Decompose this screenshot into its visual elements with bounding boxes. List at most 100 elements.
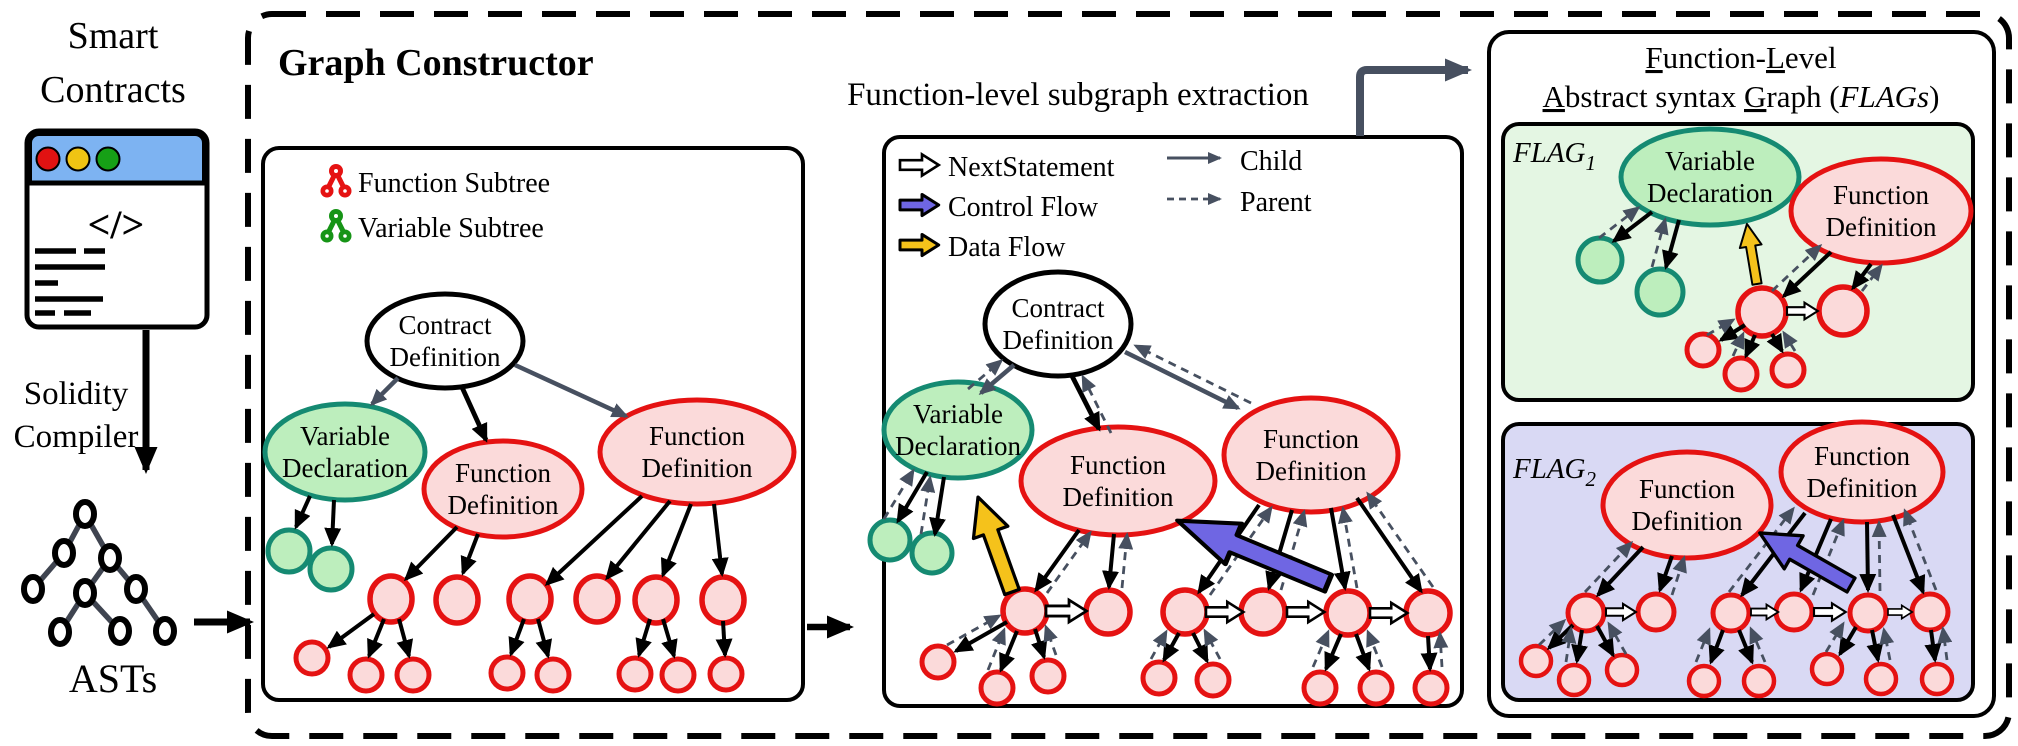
node-function-definition-b [597, 397, 797, 507]
variable-subtree-icon [320, 209, 352, 243]
browser-window-icon: </> [24, 128, 210, 330]
flag2-function-definition-b [1778, 419, 1946, 525]
flag1-variable-label-l1: Variable [1665, 146, 1755, 176]
function-subtree-nodes [367, 573, 747, 626]
flag2-parent-edges [1538, 506, 1953, 663]
legend-next-statement: NextStatement [898, 152, 1115, 183]
flag1-function-label-l2: Definition [1826, 212, 1937, 242]
flags-title-f: F [1645, 40, 1662, 75]
flags-title-l: L [1766, 40, 1785, 75]
flag2-function-a-label-l2: Definition [1632, 506, 1743, 536]
extraction-panel: Function-level subgraph extraction NextS… [847, 77, 1464, 708]
function-definition-a-label-l1: Function [455, 458, 552, 488]
variable-declaration-label-l1: Variable [300, 421, 390, 451]
flags-title-paren: ) [1929, 79, 1939, 114]
variable-declaration-2-label-l1: Variable [913, 399, 1003, 429]
flag2-function-a-label-l1: Function [1639, 474, 1736, 504]
flag2-function-nodes [1565, 591, 1951, 634]
legend-next-statement-label: NextStatement [948, 152, 1115, 183]
graph-constructor-title: Graph Constructor [278, 42, 594, 84]
function-subtree-leaves-2 [919, 643, 1450, 707]
flag1-label: FLAG1 [1512, 137, 1596, 175]
node-function-definition-2a [1018, 424, 1218, 538]
flags-title-line2: Abstract syntax Graph (FLAGs) [1543, 79, 1940, 114]
flag1-variable-declaration [1618, 126, 1802, 228]
node-contract-definition [364, 291, 526, 391]
code-lines-icon [35, 248, 105, 316]
function-subtree-icon [320, 164, 352, 198]
function-definition-2a-label-l1: Function [1070, 450, 1167, 480]
flag1-function-nodes [1735, 284, 1870, 339]
smart-contracts-label-line1: Smart [68, 15, 159, 57]
function-definition-2b-label-l2: Definition [1256, 456, 1367, 486]
flag2-name: FLAG [1512, 453, 1586, 485]
ast-subtrees-panel: Function Subtree Variable Subtree Contra… [261, 146, 805, 702]
flag2-panel: FLAG2 Function Definition Function Defin… [1501, 419, 1975, 702]
legend-function-subtree: Function Subtree [320, 164, 550, 199]
flag1-function-definition [1788, 156, 1974, 266]
code-icon: </> [88, 202, 145, 247]
flags-title-flags-italic: FLAGs [1839, 79, 1930, 114]
function-definition-2a-label-l2: Definition [1063, 482, 1174, 512]
contract-definition-2-label-l2: Definition [1003, 325, 1114, 355]
function-definition-b-label-l2: Definition [642, 453, 753, 483]
flag1-variable-label-l2: Declaration [1647, 178, 1773, 208]
flags-title-line1: Function-Level [1645, 40, 1836, 75]
flag2-function-leaves [1518, 643, 1955, 699]
smart-contracts-source: Smart Contracts </> Solidity Compiler [14, 15, 254, 701]
ast-child-edges [294, 362, 733, 659]
node-function-definition-a [421, 438, 585, 540]
flag1-parent-edges [1598, 206, 1883, 357]
legend-child-label: Child [1240, 146, 1302, 177]
solidity-compiler-label-line2: Compiler [14, 419, 139, 455]
flags-title-unction: unction- [1663, 40, 1766, 75]
window-dot-yellow [65, 146, 91, 172]
flag2-function-b-label-l2: Definition [1807, 473, 1918, 503]
smart-contracts-label-line2: Contracts [40, 69, 186, 111]
node-variable-declaration-2 [881, 379, 1035, 481]
flags-title-bstract: bstract syntax [1565, 79, 1744, 114]
flags-title-g: G [1744, 79, 1766, 114]
flags-title-a: A [1543, 79, 1566, 114]
graph-constructor-border [245, 11, 2012, 739]
legend-data-flow: Data Flow [898, 232, 1066, 263]
variable-declaration-2-label-l2: Declaration [895, 431, 1021, 461]
flags-title-raph: raph ( [1766, 79, 1839, 114]
contract-definition-label-l1: Contract [399, 310, 492, 340]
flag1-function-leaves [1684, 331, 1807, 393]
flags-panel: Function-Level Abstract syntax Graph (FL… [1487, 30, 1996, 718]
ast-node [21, 499, 177, 647]
flag1-name: FLAG [1512, 137, 1586, 169]
flag2-label: FLAG2 [1512, 453, 1597, 491]
flag2-function-definition-a [1600, 449, 1774, 561]
extraction-to-flags-arrow [1356, 58, 1472, 136]
legend-variable-subtree: Variable Subtree [320, 209, 544, 244]
extraction-title: Function-level subgraph extraction [847, 77, 1309, 113]
legend-parent-label: Parent [1240, 187, 1312, 218]
legend-control-flow: Control Flow [898, 192, 1099, 223]
legend-variable-subtree-label: Variable Subtree [358, 213, 544, 244]
asts-tree [21, 499, 177, 647]
legend-parent-edge: Parent [1167, 187, 1312, 218]
contract-definition-2-label-l1: Contract [1012, 293, 1105, 323]
flag1-function-label-l1: Function [1833, 180, 1930, 210]
flag1-subscript: 1 [1586, 151, 1597, 175]
variable-declaration-label-l2: Declaration [282, 453, 408, 483]
node-function-definition-2b [1221, 395, 1401, 515]
flag2-function-b-label-l1: Function [1814, 441, 1911, 471]
function-definition-2b-label-l1: Function [1263, 424, 1360, 454]
contract-definition-label-l2: Definition [390, 342, 501, 372]
extraction-parent-edges [882, 344, 1449, 671]
solidity-compiler-label-line1: Solidity [24, 376, 129, 412]
extraction-child-edges [896, 349, 1438, 673]
function-definition-b-label-l1: Function [649, 421, 746, 451]
legend-data-flow-label: Data Flow [948, 232, 1066, 263]
flag1-panel: FLAG1 Variable Declaration Function Defi… [1501, 122, 1975, 402]
legend-function-subtree-label: Function Subtree [358, 168, 550, 199]
function-subtree-leaves [293, 639, 745, 694]
legend-control-flow-label: Control Flow [948, 192, 1099, 223]
node-variable-declaration [262, 401, 428, 503]
legend-child-edge: Child [1167, 146, 1302, 177]
flags-title-evel: evel [1785, 40, 1837, 75]
